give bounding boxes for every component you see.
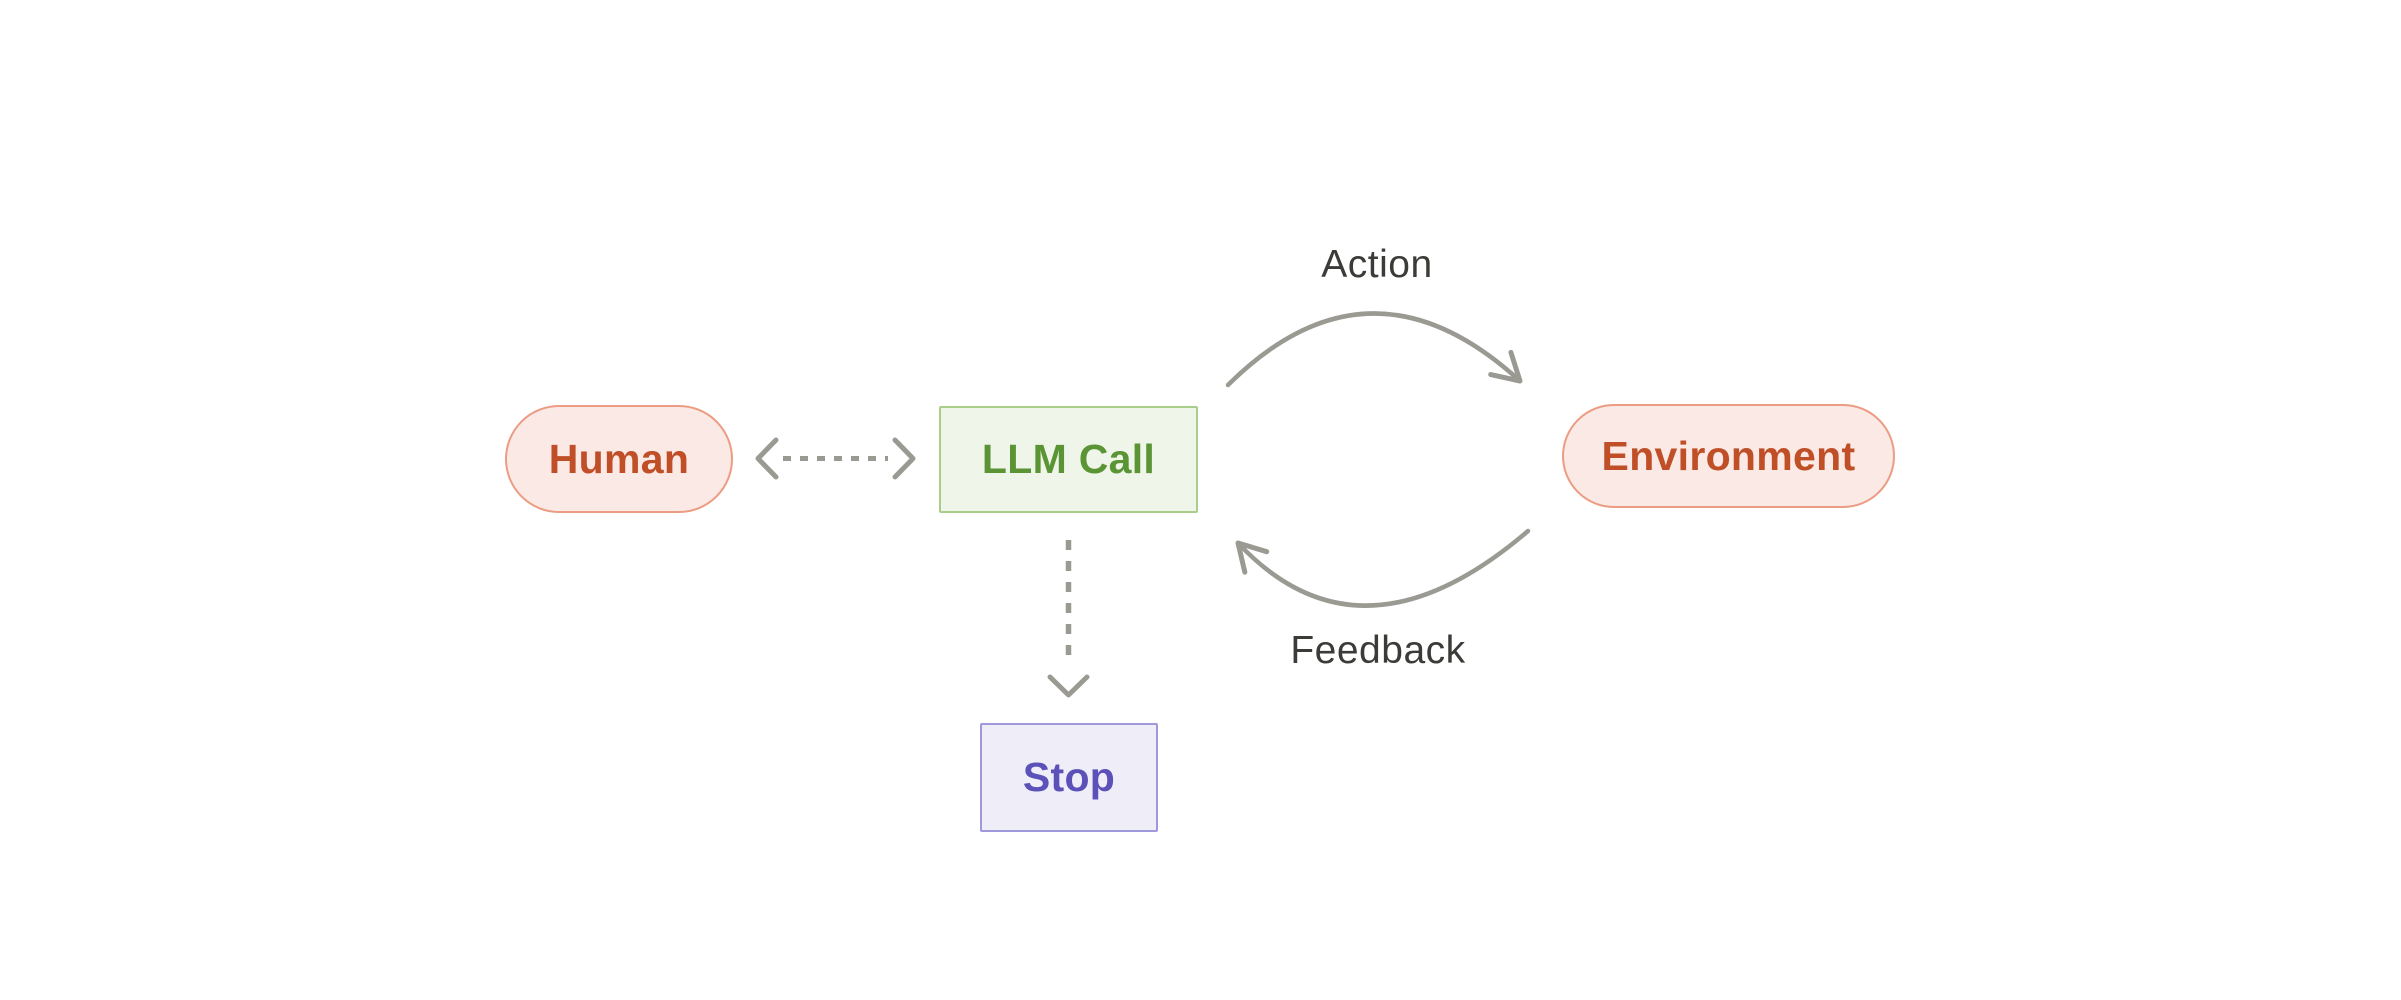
feedback-arrow-icon <box>1235 528 1531 608</box>
node-environment-label: Environment <box>1601 432 1856 479</box>
feedback-edge-label: Feedback <box>1290 629 1466 672</box>
llm-stop-dashed-arrow-icon <box>1047 540 1090 698</box>
node-llm-call-label: LLM Call <box>981 436 1156 482</box>
action-arrow-icon <box>1225 311 1523 388</box>
action-edge-label: Action <box>1321 243 1433 286</box>
node-human-label: Human <box>548 435 690 482</box>
human-llm-dashed-arrow-icon <box>755 437 916 480</box>
node-llm-call: LLM Call <box>939 406 1198 513</box>
node-human: Human <box>505 405 733 513</box>
node-stop: Stop <box>980 723 1158 832</box>
node-stop-label: Stop <box>1022 754 1116 800</box>
node-environment: Environment <box>1562 404 1895 508</box>
